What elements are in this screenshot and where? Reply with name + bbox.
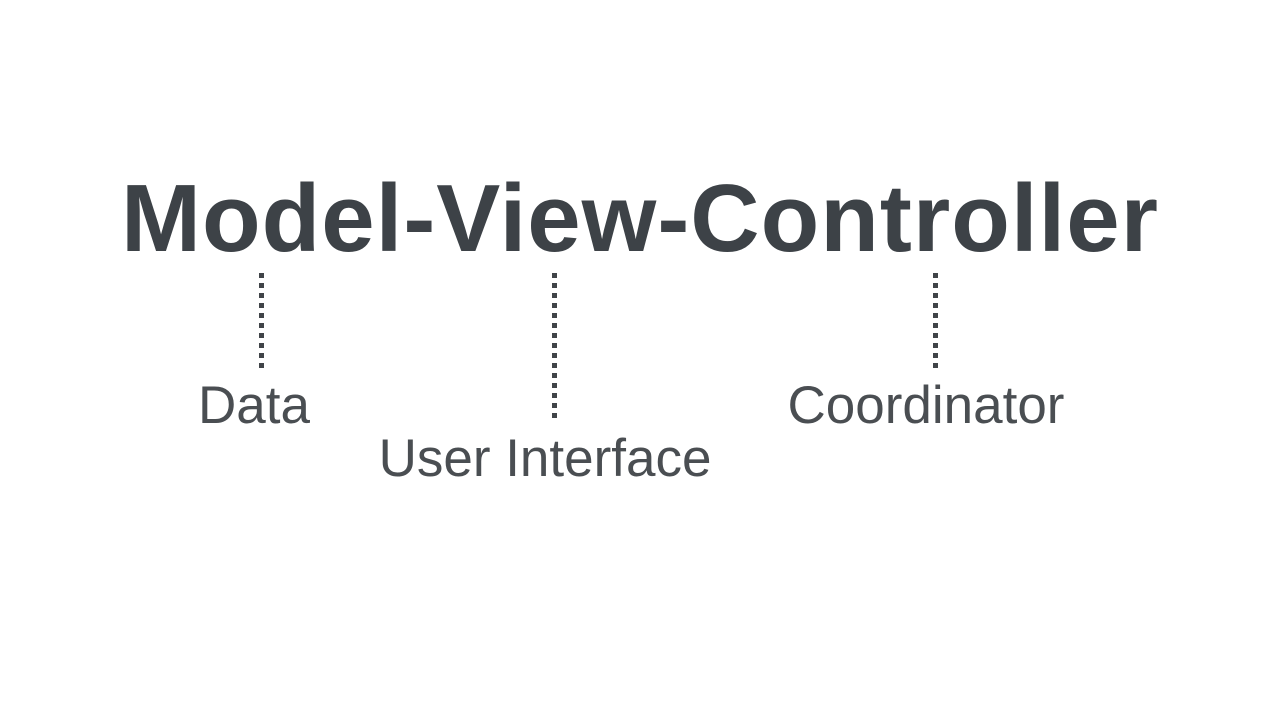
view-dotted-connector-line bbox=[552, 273, 557, 421]
label-data: Data bbox=[198, 376, 310, 435]
diagram-title: Model-View-Controller bbox=[121, 165, 1159, 272]
controller-dotted-connector-line bbox=[933, 273, 938, 373]
label-user-interface: User Interface bbox=[378, 429, 712, 488]
label-coordinator: Coordinator bbox=[787, 376, 1065, 435]
model-dotted-connector-line bbox=[259, 273, 264, 373]
